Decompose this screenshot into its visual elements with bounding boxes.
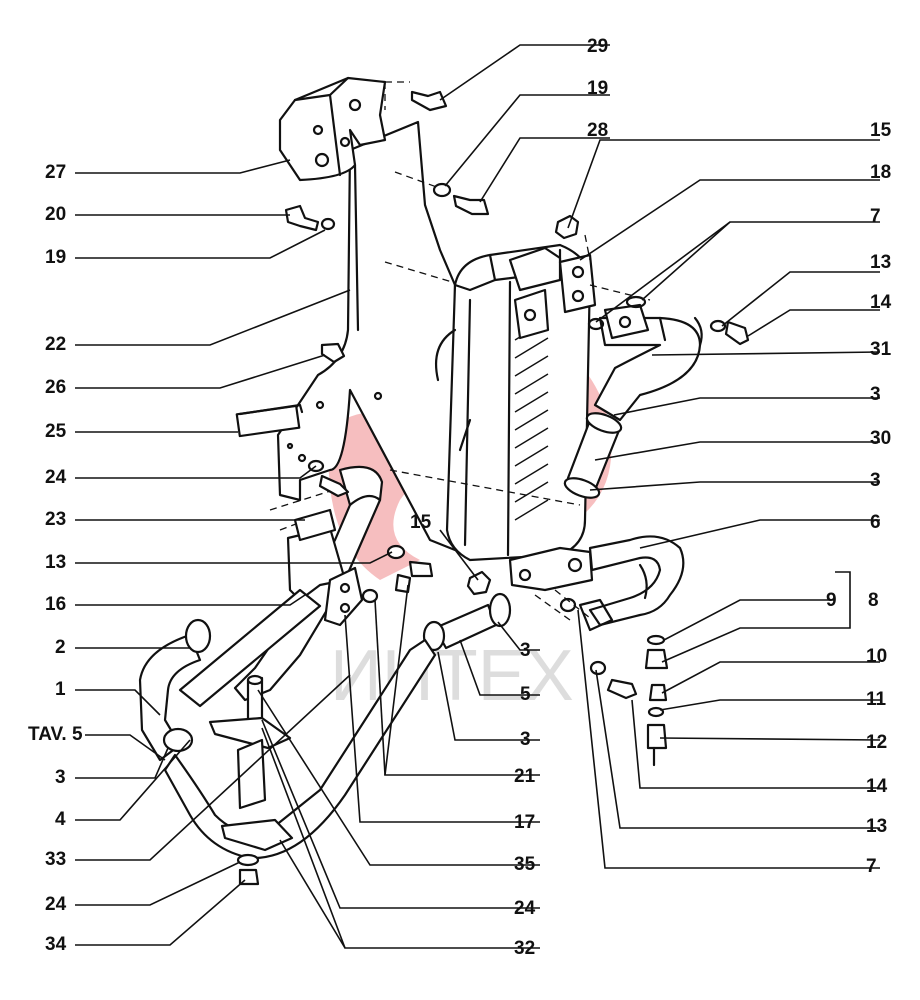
callout-18: 18 [870,162,891,183]
bolt [410,90,448,112]
return-pipe [578,535,685,632]
callout-labels: 29 19 28 15 18 7 13 14 31 3 30 3 6 9 8 1… [28,36,892,959]
callout-20: 20 [45,204,66,225]
bolt [318,474,350,498]
callout-24: 24 [514,898,536,919]
callout-25: 25 [45,421,67,442]
callout-31: 31 [870,339,892,360]
leader-lines [75,44,881,949]
callout-7: 7 [870,206,881,227]
callout-19: 19 [587,78,608,99]
callout-27: 27 [45,162,66,183]
callout-3: 3 [870,470,881,491]
callout-5: 5 [520,684,531,705]
seal-ring [625,295,647,309]
callout-3: 3 [55,767,66,788]
pipe-33 [163,638,437,860]
callout-6: 6 [870,512,881,533]
callout-3: 3 [520,640,531,661]
callout-11: 11 [866,689,887,710]
washer [386,544,406,560]
seal-ring [587,317,605,331]
callout-35: 35 [514,854,536,875]
callout-9: 9 [826,590,837,611]
mounting-block [278,76,387,182]
bolt [284,204,320,232]
callout-19: 19 [45,247,66,268]
callout-32: 32 [514,938,535,959]
callout-13: 13 [45,552,66,573]
bolt [408,560,434,578]
seal-ring [559,597,577,613]
callout-22: 22 [45,334,66,355]
pipe-16 [178,588,322,708]
washer [361,588,379,604]
callout-13: 13 [870,252,891,273]
callout-2: 2 [55,637,66,658]
callout-8: 8 [868,590,879,611]
callout-16: 16 [45,594,66,615]
callout-3: 3 [870,384,881,405]
outlet-elbow [593,303,703,422]
bolt [394,573,412,594]
bolt [320,342,346,364]
bolt [606,678,638,700]
watermark-text: ИНТЕХ [330,636,574,716]
callout-13: 13 [866,816,887,837]
mounting-clip [208,674,294,886]
callout-26: 26 [45,377,66,398]
callout-4: 4 [55,809,66,830]
bolt [724,320,750,346]
nut [554,214,580,240]
callout-30: 30 [870,428,891,449]
seal-ring [589,660,607,676]
callout-24: 24 [45,894,67,915]
callout-10: 10 [866,646,887,667]
callout-33: 33 [45,849,66,870]
callout-23: 23 [45,509,66,530]
callout-1: 1 [55,679,66,700]
washer [320,217,336,231]
callout-7: 7 [866,856,877,877]
washer [709,319,727,333]
callout-17: 17 [514,812,535,833]
callout-29: 29 [587,36,608,57]
union-fitting [644,634,669,767]
callout-34: 34 [45,934,67,955]
callout-28: 28 [587,120,608,141]
callout-14: 14 [870,292,892,313]
callout-12: 12 [866,732,887,753]
callout-tav-5: TAV. 5 [28,724,83,745]
support-bracket [286,508,364,627]
nut [466,570,492,596]
callout-21: 21 [514,766,536,787]
oil-cooler [434,243,597,592]
spacer-block-edge [238,403,304,416]
callout-3: 3 [520,729,531,750]
callout-24: 24 [45,467,67,488]
callout-15: 15 [870,120,892,141]
callout-14: 14 [866,776,888,797]
hose-5 [422,592,512,652]
callout-15: 15 [410,512,432,533]
bolt [452,194,490,216]
washer [432,182,452,198]
